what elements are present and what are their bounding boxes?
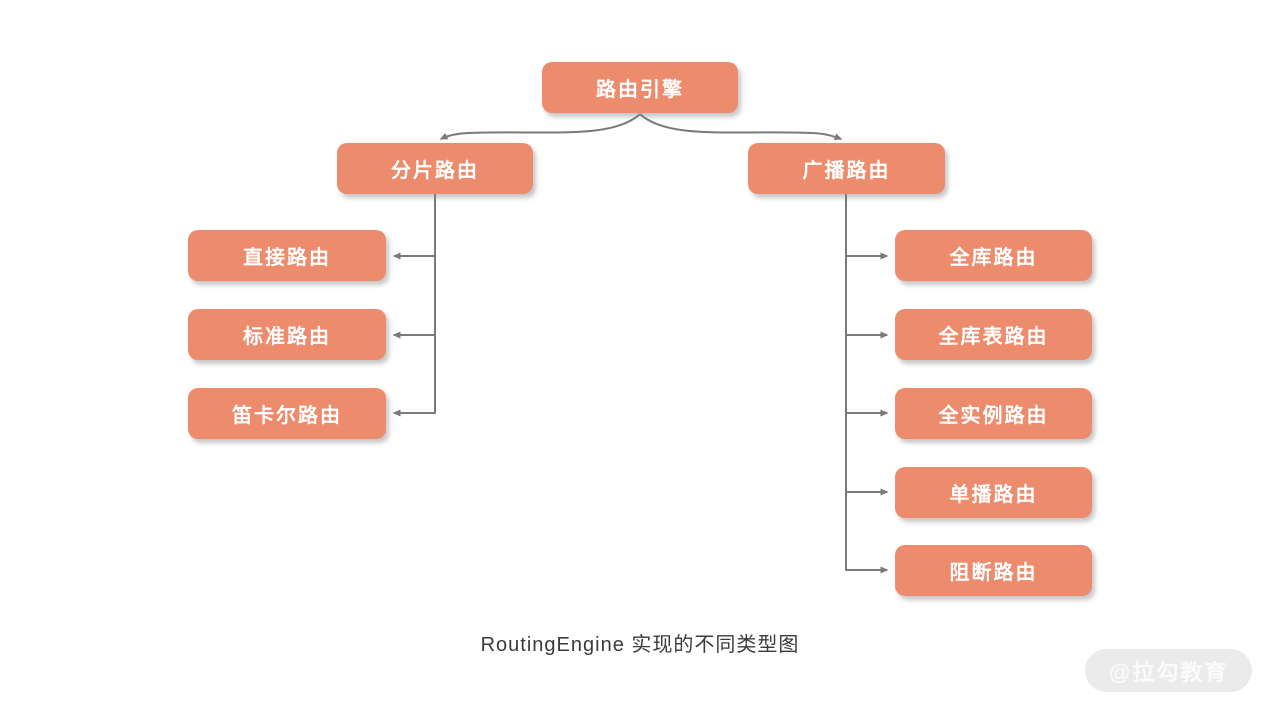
node-cartesian-routing: 笛卡尔路由	[188, 388, 386, 439]
node-direct-routing: 直接路由	[188, 230, 386, 281]
node-broadcast-routing: 广播路由	[748, 143, 945, 194]
edge-root-to-sharding	[439, 113, 641, 140]
edge-broadcast-trunk	[845, 194, 889, 574]
edge-sharding-trunk	[392, 194, 436, 417]
diagram-caption: RoutingEngine 实现的不同类型图	[480, 634, 800, 656]
watermark-text: @拉勾教育	[1109, 659, 1229, 685]
node-sharding-routing: 分片路由	[337, 143, 533, 194]
node-full-db-table-routing: 全库表路由	[895, 309, 1092, 360]
node-standard-routing: 标准路由	[188, 309, 386, 360]
node-routing-engine: 路由引擎	[542, 62, 738, 113]
node-full-db-routing: 全库路由	[895, 230, 1092, 281]
edge-root-to-broadcast	[639, 113, 843, 140]
watermark-badge: @拉勾教育	[1085, 649, 1253, 692]
node-blocking-routing: 阻断路由	[895, 545, 1092, 596]
node-all-instance-routing: 全实例路由	[895, 388, 1092, 439]
node-unicast-routing: 单播路由	[895, 467, 1092, 518]
